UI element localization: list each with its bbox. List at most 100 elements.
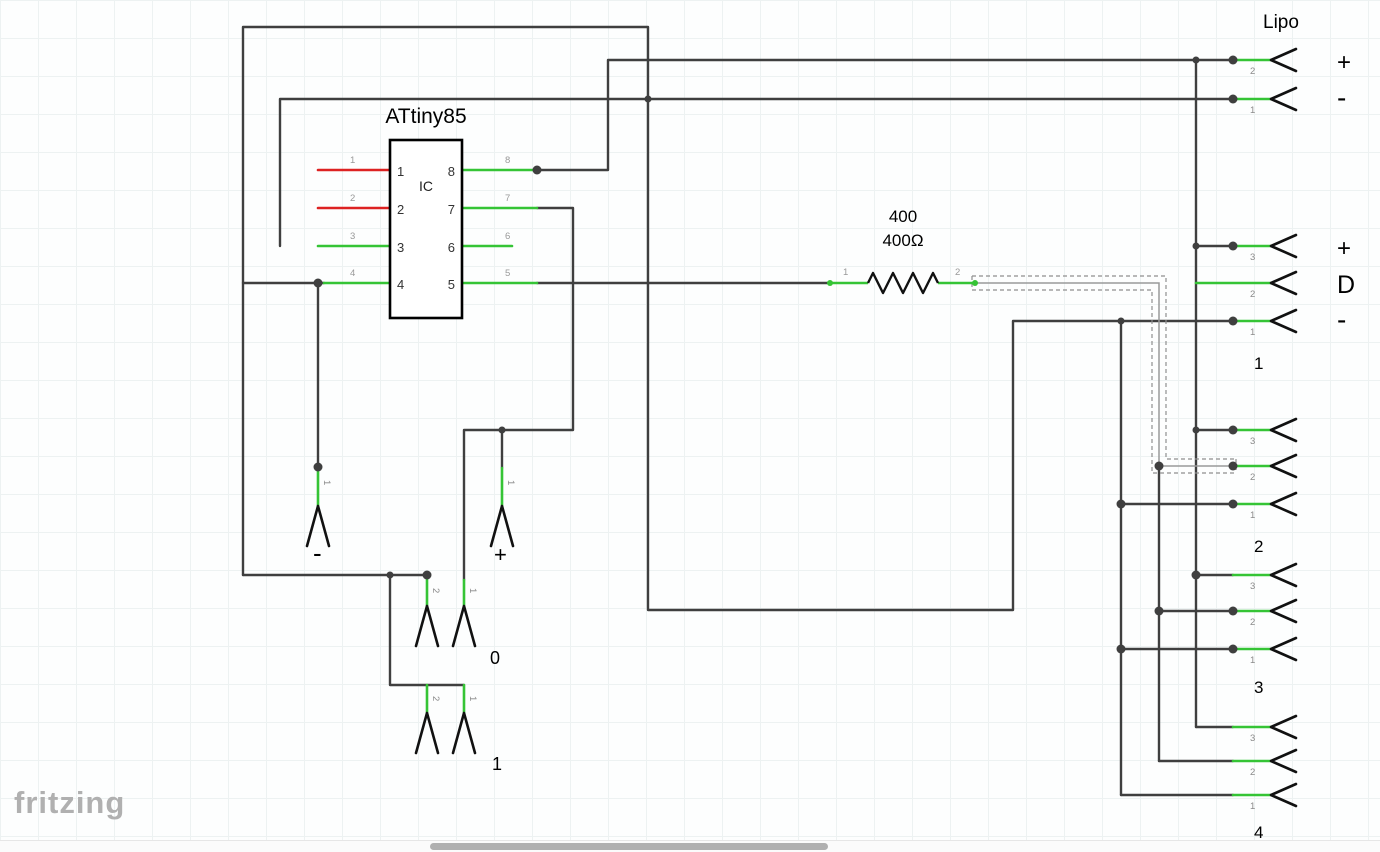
- junction-dots: [313, 55, 1238, 654]
- resistor-pin2-tag: 2: [955, 267, 960, 278]
- terminal-dot: [1228, 241, 1238, 251]
- terminal-dot: [1228, 55, 1238, 65]
- wire-ic-pin8-to-lipo[interactable]: [535, 58, 1235, 172]
- lipo-pin1-socket-icon[interactable]: [1269, 86, 1298, 112]
- resistor-value: 400Ω: [882, 231, 923, 250]
- ic-pin3-number: 3: [397, 240, 404, 255]
- junction-dot: [313, 278, 323, 288]
- wire-resistor-output-selected[interactable]: [975, 282, 1231, 467]
- terminal-dot: [1228, 94, 1238, 104]
- header-g1-pin1-label: -: [1337, 304, 1346, 335]
- ic-pin5-tag: 5: [505, 268, 510, 279]
- junction-dot: [498, 426, 506, 434]
- header-g2-pin3-num: 3: [1250, 436, 1255, 447]
- g3-pin1-socket-icon[interactable]: [1269, 636, 1298, 662]
- ic-pin3-tag: 3: [350, 231, 355, 242]
- header-g2: 3 2 1 2: [1250, 436, 1263, 556]
- socket-d0-pin2-num: 2: [430, 588, 441, 593]
- socket-d0-pin2-icon[interactable]: [414, 604, 440, 648]
- wire-ground-left-loop[interactable]: [241, 25, 1235, 612]
- socket-plus-icon[interactable]: [489, 504, 515, 548]
- g4-pin2-socket-icon[interactable]: [1269, 748, 1298, 774]
- lipo-pin2-socket-icon[interactable]: [1269, 47, 1298, 73]
- terminal-dot: [1228, 461, 1238, 471]
- socket-plus-pin-num: 1: [505, 480, 516, 485]
- socket-minus-pin-num: 1: [321, 480, 332, 485]
- junction-dot: [1117, 317, 1125, 325]
- junction-dot: [644, 95, 652, 103]
- socket-d1-label: 1: [492, 754, 502, 774]
- resistor-body[interactable]: [866, 271, 940, 295]
- header-g4-pin2-num: 2: [1250, 767, 1255, 778]
- g3-pin3-socket-icon[interactable]: [1269, 562, 1298, 588]
- resistor-terminal-1: [827, 280, 833, 286]
- ic-title: ATtiny85: [385, 105, 466, 128]
- socket-d1-pin1-num: 1: [467, 696, 478, 701]
- socket-d1-pin2-icon[interactable]: [414, 711, 440, 755]
- g2-pin2-socket-icon[interactable]: [1269, 453, 1298, 479]
- ic-pin1-tag: 1: [350, 155, 355, 166]
- header-lipo-title: Lipo: [1263, 12, 1299, 33]
- ic-pin4-tag: 4: [350, 268, 355, 279]
- header-g3-title: 3: [1254, 678, 1263, 697]
- g2-pin3-socket-icon[interactable]: [1269, 417, 1298, 443]
- horizontal-scrollbar-thumb[interactable]: [430, 843, 828, 850]
- resistor-400[interactable]: 400 400Ω 1 2: [827, 207, 978, 295]
- g4-pin1-socket-icon[interactable]: [1269, 782, 1298, 808]
- junction-dot: [386, 571, 394, 579]
- header-g4: 3 2 1 4: [1250, 733, 1263, 842]
- wire-socket-d1-feed[interactable]: [388, 573, 466, 687]
- fritzing-watermark: fritzing: [14, 785, 126, 820]
- junction-dot: [422, 570, 432, 580]
- ic-pin1-number: 1: [397, 164, 404, 179]
- junction-dot: [1116, 499, 1126, 509]
- header-lipo-pin1-label: -: [1337, 82, 1346, 113]
- junction-dot: [1154, 461, 1164, 471]
- terminal-dot: [1228, 425, 1238, 435]
- ic-pin4-number: 4: [397, 277, 404, 292]
- header-lipo-pin1-num: 1: [1250, 105, 1255, 116]
- ic-body[interactable]: [388, 138, 464, 320]
- header-g1-title: 1: [1254, 354, 1263, 373]
- terminal-dot: [1228, 316, 1238, 326]
- junction-dot: [1191, 570, 1201, 580]
- socket-d1-pin1-icon[interactable]: [451, 711, 477, 755]
- header-lipo-pin2-num: 2: [1250, 66, 1255, 77]
- header-g1-pin1-num: 1: [1250, 327, 1255, 338]
- socket-d1-pin2-num: 2: [430, 696, 441, 701]
- wire-ic-pin7-net[interactable]: [462, 206, 575, 582]
- resistor-pin1-tag: 1: [843, 267, 848, 278]
- header-g2-pin2-num: 2: [1250, 472, 1255, 483]
- ic-inner-label: IC: [419, 178, 433, 194]
- g2-pin1-socket-icon[interactable]: [1269, 491, 1298, 517]
- socket-minus-icon[interactable]: [305, 504, 331, 548]
- g4-pin3-socket-icon[interactable]: [1269, 714, 1298, 740]
- header-lipo: Lipo + - 2 1: [1250, 12, 1351, 116]
- g1-pin2-socket-icon[interactable]: [1269, 270, 1298, 296]
- socket-minus-label: -: [313, 538, 322, 568]
- header-g1-pin2-num: 2: [1250, 289, 1255, 300]
- g3-pin2-socket-icon[interactable]: [1269, 598, 1298, 624]
- resistor-terminal-2: [972, 280, 978, 286]
- ic-attiny85[interactable]: ATtiny85 IC 1 2 3 4 8 7 6 5 1 2 3 4 8 7 …: [350, 105, 510, 320]
- socket-d0-pin1-icon[interactable]: [451, 604, 477, 648]
- header-lipo-pin2-label: +: [1337, 49, 1351, 76]
- ic-pin2-number: 2: [397, 202, 404, 217]
- header-g4-pin1-num: 1: [1250, 801, 1255, 812]
- g1-pin3-socket-icon[interactable]: [1269, 233, 1298, 259]
- header-g3: 3 2 1 3: [1250, 581, 1263, 697]
- junction-dot: [1154, 606, 1164, 616]
- socket-labels: - + 0 1 1 1 2 1 2 1: [313, 480, 516, 774]
- junction-dot: [1192, 56, 1200, 64]
- junction-dot: [532, 165, 542, 175]
- ic-pin5-number: 5: [448, 277, 455, 292]
- g1-pin1-socket-icon[interactable]: [1269, 308, 1298, 334]
- horizontal-scrollbar[interactable]: [0, 840, 1380, 852]
- junction-dot: [1116, 644, 1126, 654]
- ic-pin8-tag: 8: [505, 155, 510, 166]
- ic-pin7-number: 7: [448, 202, 455, 217]
- header-g4-title: 4: [1254, 823, 1263, 842]
- wire-ground-top-row[interactable]: [278, 97, 1235, 248]
